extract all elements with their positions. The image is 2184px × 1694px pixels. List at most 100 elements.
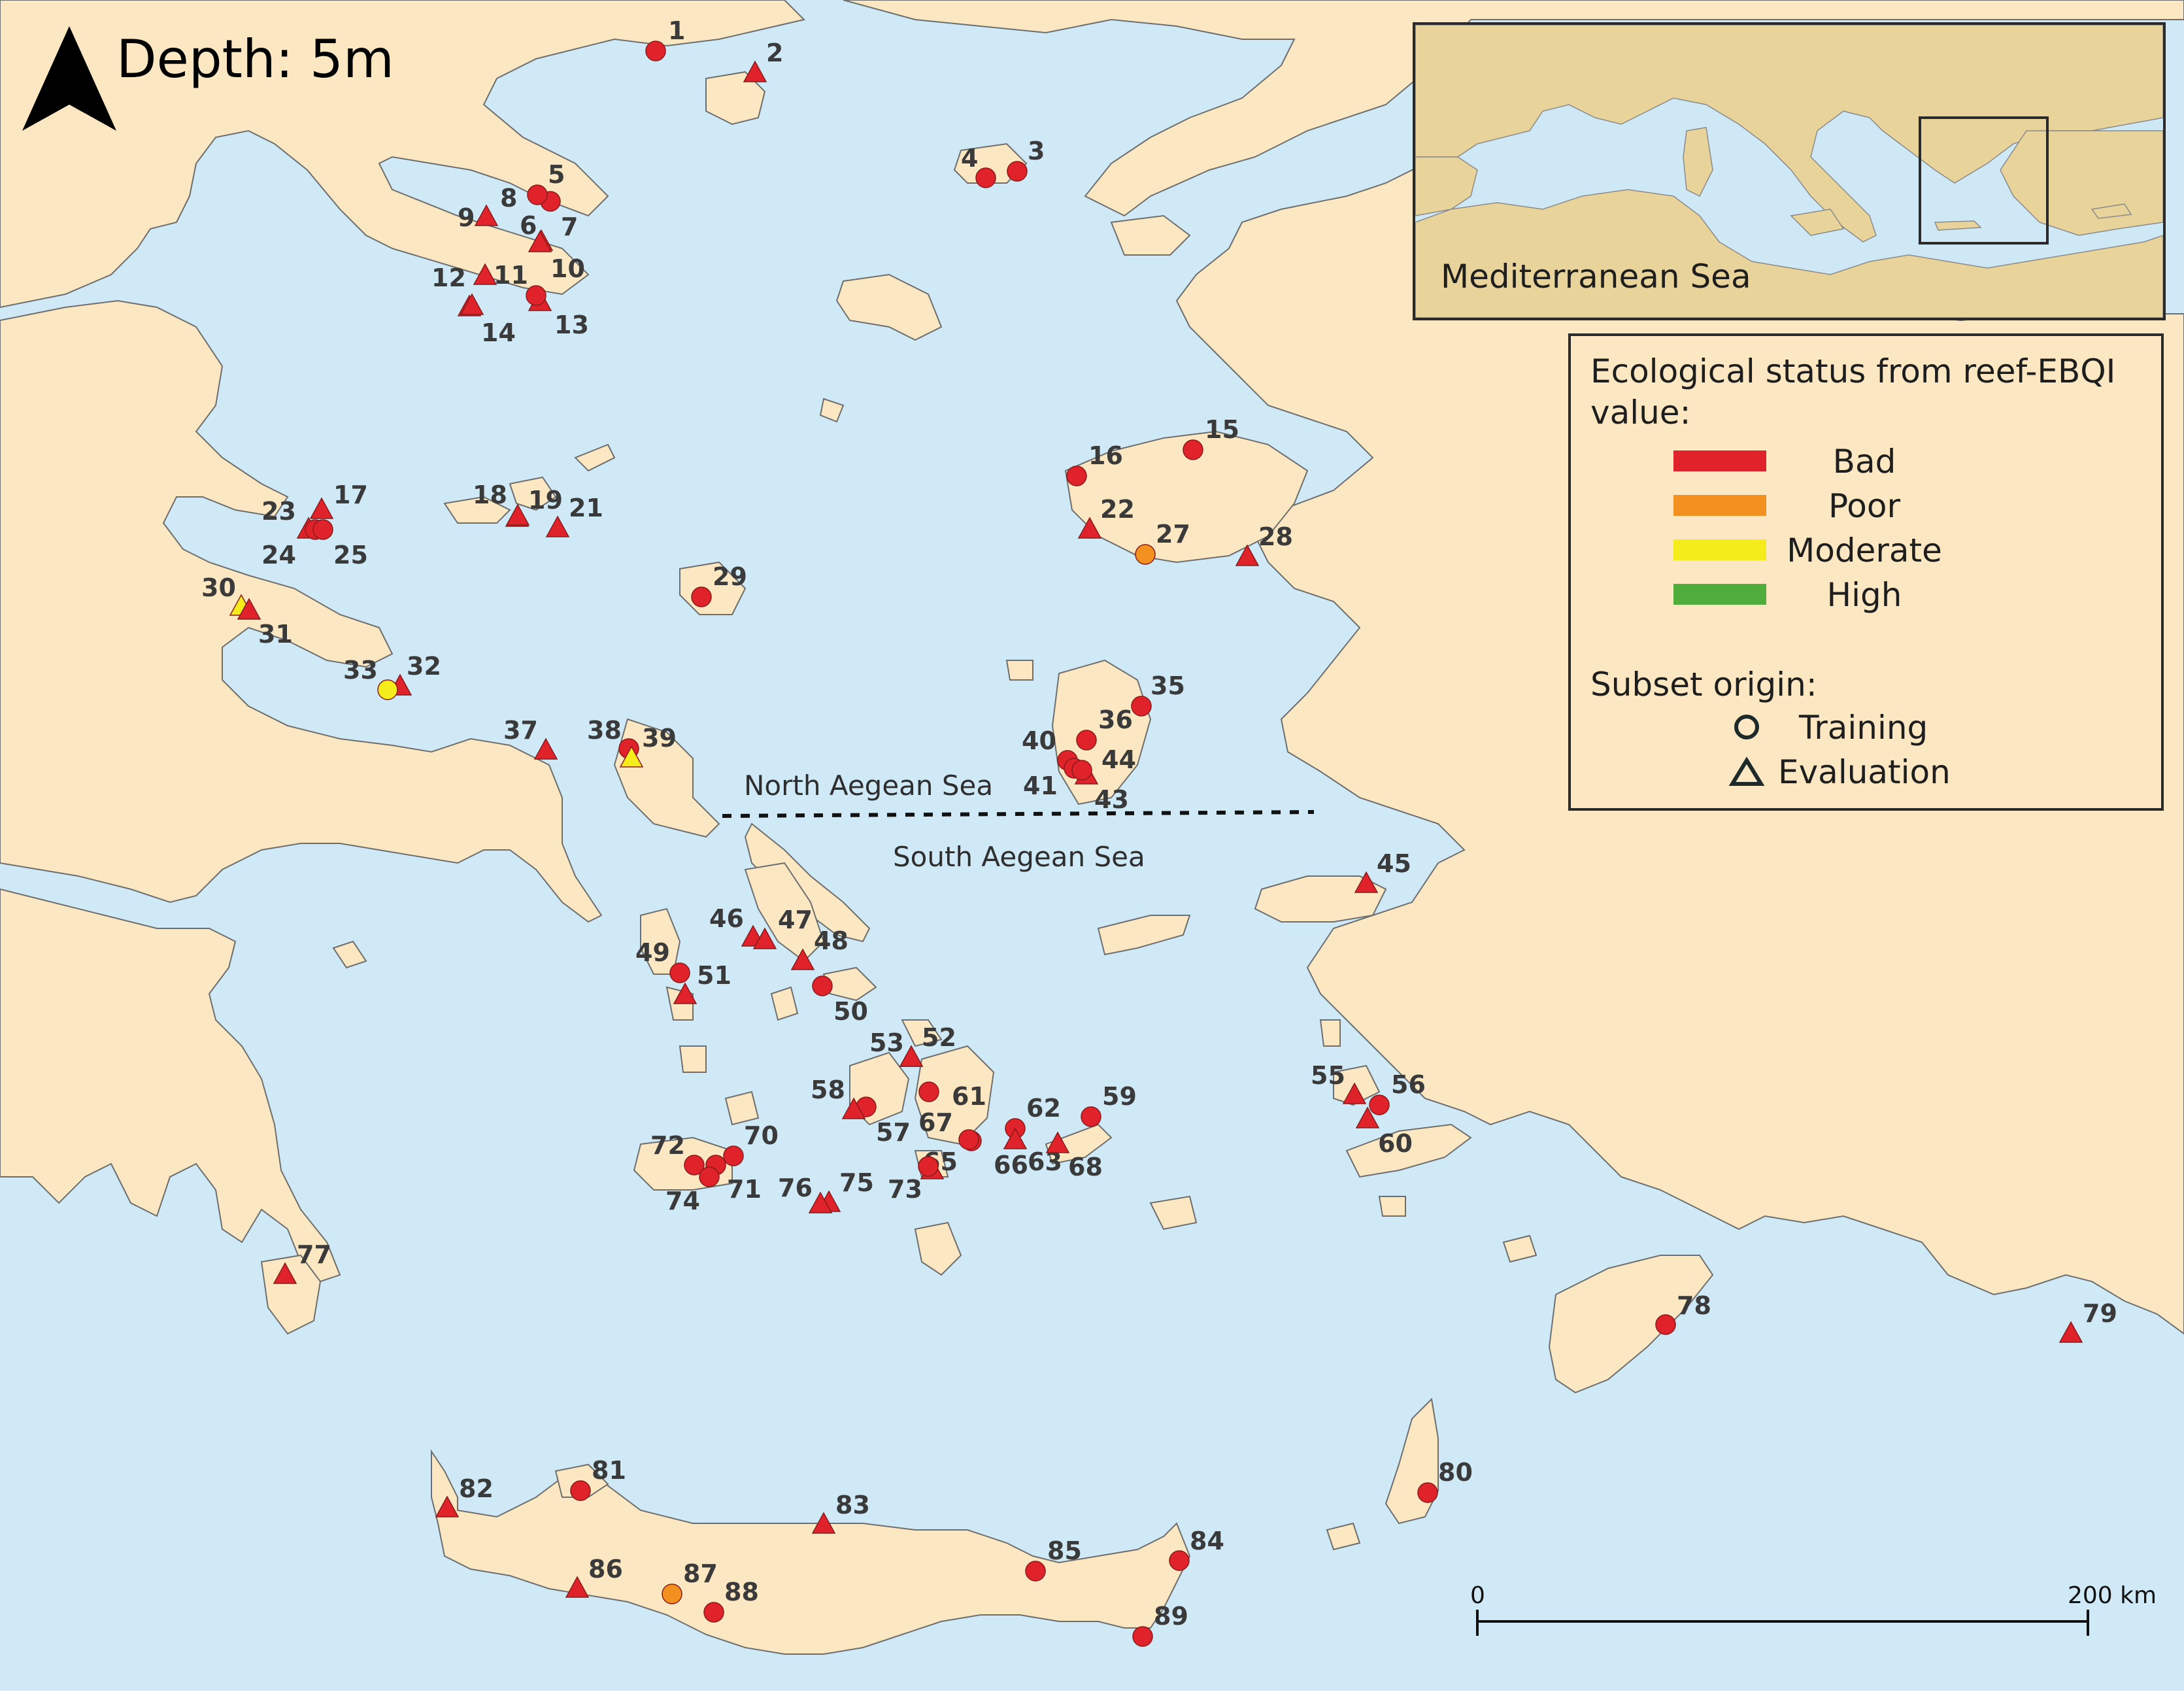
site-label-2: 2 (766, 39, 783, 67)
site-marker-49 (669, 962, 690, 983)
legend-label-moderate: Moderate (1787, 532, 1942, 569)
mainland-north (0, 0, 805, 309)
legend-swatch-bad (1673, 450, 1766, 471)
site-label-17: 17 (333, 481, 368, 509)
island-kythira (260, 1254, 322, 1335)
site-label-75: 75 (839, 1168, 874, 1197)
legend-label-poor: Poor (1828, 487, 1901, 525)
site-marker-58 (841, 1097, 866, 1119)
inset-land-sicily (1790, 209, 1845, 236)
site-marker-56 (1369, 1094, 1390, 1115)
island-andros (744, 862, 825, 962)
south-aegean-label: South Aegean Sea (893, 841, 1145, 873)
depth-label: Depth: 5m (116, 29, 394, 90)
site-marker-7 (528, 230, 552, 252)
site-marker-44 (1071, 760, 1092, 781)
site-marker-89 (1132, 1626, 1153, 1647)
site-label-40: 40 (1022, 726, 1056, 755)
site-label-21: 21 (569, 494, 603, 522)
site-label-50: 50 (833, 997, 868, 1026)
legend-swatch-high (1673, 584, 1766, 605)
site-marker-82 (435, 1495, 460, 1517)
site-label-60: 60 (1378, 1129, 1413, 1158)
site-label-23: 23 (261, 497, 296, 526)
site-marker-74 (699, 1166, 720, 1187)
site-marker-70 (723, 1145, 744, 1166)
island-aegina (332, 940, 367, 969)
site-label-59: 59 (1102, 1082, 1137, 1111)
site-label-68: 68 (1068, 1153, 1103, 1181)
site-marker-39 (619, 745, 644, 768)
mainland-greece (0, 299, 603, 923)
site-marker-11 (473, 263, 497, 285)
site-marker-1 (645, 41, 666, 61)
site-label-18: 18 (473, 481, 507, 509)
island-lesvos (1064, 430, 1309, 564)
legend-origin-title: Subset origin: (1590, 666, 1817, 703)
site-label-55: 55 (1311, 1061, 1345, 1090)
site-marker-81 (570, 1480, 591, 1501)
site-label-44: 44 (1101, 745, 1136, 774)
inset-land-sardinia (1683, 127, 1713, 197)
island-mykonos (901, 1019, 943, 1047)
site-label-37: 37 (503, 716, 538, 745)
site-marker-33 (377, 679, 398, 700)
site-label-38: 38 (587, 716, 622, 745)
island-kos (1345, 1123, 1472, 1178)
site-label-30: 30 (201, 573, 236, 602)
site-marker-2 (743, 60, 767, 82)
site-label-15: 15 (1205, 415, 1239, 444)
site-label-47: 47 (778, 906, 813, 934)
site-label-39: 39 (642, 724, 677, 753)
north-aegean-label: North Aegean Sea (744, 770, 993, 802)
site-label-25: 25 (333, 541, 368, 569)
site-label-1: 1 (668, 16, 685, 45)
site-label-70: 70 (744, 1121, 779, 1150)
site-label-78: 78 (1677, 1291, 1711, 1320)
legend-training-circle-icon (1734, 715, 1759, 739)
site-label-22: 22 (1100, 495, 1135, 524)
site-label-9: 9 (458, 203, 475, 232)
legend-swatch-moderate (1673, 539, 1766, 560)
site-label-41: 41 (1023, 771, 1058, 800)
site-label-53: 53 (869, 1028, 904, 1057)
site-label-86: 86 (588, 1555, 623, 1584)
inset-map: Mediterranean Sea (1413, 22, 2166, 320)
site-label-80: 80 (1438, 1458, 1473, 1487)
inset-extent-box (1919, 116, 2049, 245)
site-label-27: 27 (1156, 520, 1190, 549)
island-ikaria (1097, 915, 1191, 956)
island-alonissos (574, 443, 616, 472)
site-label-73: 73 (888, 1175, 922, 1204)
site-marker-14 (460, 293, 484, 315)
island-nisyros (1378, 1196, 1406, 1217)
site-label-74: 74 (665, 1187, 700, 1215)
site-marker-48 (790, 948, 815, 970)
site-label-56: 56 (1391, 1070, 1426, 1099)
inset-land-cyprus (2091, 203, 2132, 219)
site-label-31: 31 (258, 620, 293, 649)
site-label-62: 62 (1026, 1094, 1061, 1123)
site-marker-68 (1045, 1131, 1070, 1153)
site-label-48: 48 (814, 926, 848, 955)
site-label-82: 82 (459, 1474, 494, 1503)
site-label-33: 33 (343, 656, 378, 685)
legend-swatch-poor (1673, 495, 1766, 516)
site-label-28: 28 (1258, 522, 1293, 551)
site-marker-88 (703, 1602, 724, 1623)
site-label-61: 61 (952, 1082, 986, 1111)
site-label-46: 46 (709, 904, 744, 933)
site-label-36: 36 (1098, 705, 1133, 734)
site-label-72: 72 (650, 1131, 685, 1160)
site-label-49: 49 (635, 938, 670, 967)
site-marker-87 (662, 1584, 682, 1604)
inset-land-crete (1934, 220, 1982, 231)
site-marker-17 (309, 497, 334, 519)
site-marker-21 (545, 515, 570, 537)
legend: Ecological status from reef-EBQI value: … (1568, 333, 2164, 811)
site-marker-67 (958, 1129, 979, 1150)
site-label-3: 3 (1028, 137, 1045, 165)
island-thasos (705, 71, 766, 126)
